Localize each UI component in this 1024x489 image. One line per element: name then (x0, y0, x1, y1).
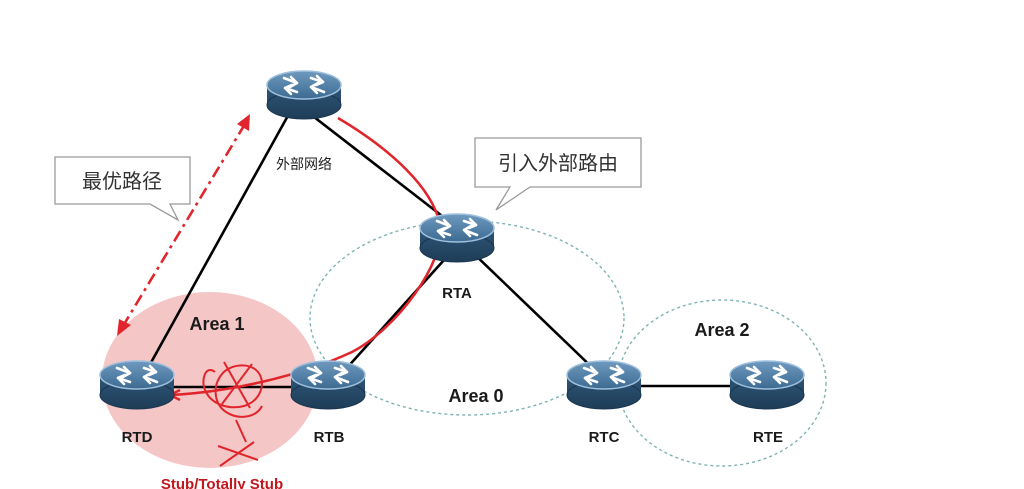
area2-label: Area 2 (694, 320, 749, 340)
node-label-rtd: RTD (122, 429, 153, 446)
callout-import-routes (474, 137, 642, 211)
node-label-rte: RTE (753, 429, 783, 446)
router-rtc-icon (565, 359, 643, 411)
node-label-external: 外部网络 (276, 157, 332, 173)
router-rtd-icon (98, 359, 176, 411)
area1-region (102, 292, 318, 468)
node-label-rtb: RTB (314, 429, 345, 446)
link-rta-rtc (469, 249, 601, 376)
callout-best-path-text: 最优路径 (82, 169, 162, 193)
link-ext-rta (304, 108, 456, 228)
router-external-icon (265, 69, 343, 121)
area1-label: Area 1 (189, 314, 244, 334)
best-path-arrowhead-bottom (117, 319, 131, 336)
callout-best-path (54, 156, 191, 222)
node-label-rtc: RTC (589, 429, 620, 446)
external-route-path (171, 116, 442, 397)
link-ext-rtd (141, 111, 292, 378)
best-path-arrow (121, 123, 247, 327)
router-rtb-icon (289, 359, 367, 411)
area0-label: Area 0 (448, 386, 503, 406)
link-rta-rtb (344, 249, 454, 371)
scribble-mark (202, 361, 263, 467)
best-path-arrowhead-top (237, 114, 250, 131)
node-label-rta: RTA (442, 285, 472, 302)
stub-area-label: Stub/Totally Stub (161, 476, 283, 489)
router-rte-icon (728, 359, 806, 411)
links (140, 108, 760, 389)
callout-import-routes-text: 引入外部路由 (498, 151, 618, 175)
router-rta-icon (418, 212, 496, 264)
